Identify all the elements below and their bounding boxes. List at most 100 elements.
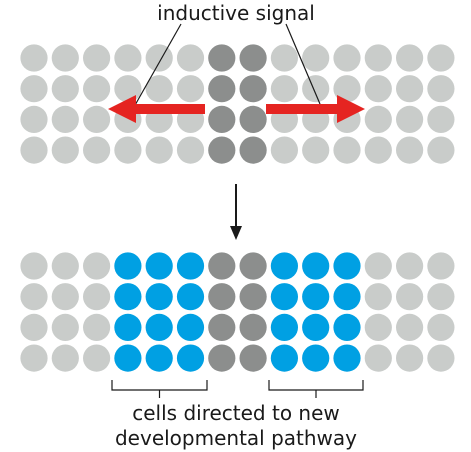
induced-cell: [145, 344, 173, 372]
cell: [51, 75, 79, 103]
cell: [51, 283, 79, 311]
left-bracket: [111, 380, 208, 398]
bottom-cell-grid: [20, 252, 455, 372]
cell: [145, 44, 173, 72]
left-pointer-line: [129, 23, 182, 115]
cell: [83, 283, 111, 311]
cell: [51, 44, 79, 72]
inducer-cell: [239, 136, 267, 164]
cell: [364, 313, 392, 341]
inducer-cell: [208, 75, 236, 103]
inducer-cell: [239, 344, 267, 372]
cell: [20, 44, 48, 72]
inducer-cell: [208, 136, 236, 164]
cell: [20, 105, 48, 133]
cell: [396, 283, 424, 311]
cell: [270, 75, 298, 103]
cell: [364, 283, 392, 311]
induced-cell: [176, 313, 205, 341]
cell: [114, 75, 142, 103]
cell: [83, 44, 111, 72]
cell: [176, 136, 205, 164]
cell: [396, 313, 424, 341]
top-cell-grid: [20, 44, 455, 164]
cell: [302, 136, 330, 164]
induced-cell: [145, 252, 173, 280]
inductive-signal-label: inductive signal: [157, 1, 315, 25]
induced-cell: [176, 252, 205, 280]
inducer-cell: [239, 75, 267, 103]
cell: [176, 75, 205, 103]
right-signal-arrow: [266, 95, 365, 123]
cell: [83, 344, 111, 372]
cell: [364, 44, 392, 72]
cell: [20, 344, 48, 372]
cell: [427, 344, 455, 372]
transition-arrow: [230, 184, 242, 240]
cell: [83, 252, 111, 280]
inducer-cell: [208, 105, 236, 133]
cell: [427, 136, 455, 164]
cell: [51, 313, 79, 341]
induced-cell: [302, 252, 330, 280]
inducer-cell: [239, 44, 267, 72]
cell: [114, 136, 142, 164]
inducer-cell: [239, 105, 267, 133]
cell: [20, 252, 48, 280]
induced-cell: [176, 283, 205, 311]
induced-cell: [176, 344, 205, 372]
cell: [396, 75, 424, 103]
induced-cell: [302, 283, 330, 311]
induced-cell: [114, 313, 142, 341]
induced-cell: [270, 283, 298, 311]
induced-cell: [333, 344, 361, 372]
cell: [427, 252, 455, 280]
inducer-cell: [208, 252, 236, 280]
cell: [20, 313, 48, 341]
cell: [20, 136, 48, 164]
cell: [396, 136, 424, 164]
cell: [364, 344, 392, 372]
bottom-label-line2: developmental pathway: [115, 426, 357, 450]
cell: [427, 44, 455, 72]
cell: [51, 136, 79, 164]
induced-cell: [270, 344, 298, 372]
induced-cell: [114, 252, 142, 280]
cell: [364, 136, 392, 164]
cell: [396, 105, 424, 133]
cell: [176, 44, 205, 72]
cell: [427, 313, 455, 341]
cell: [83, 75, 111, 103]
cell: [427, 75, 455, 103]
cell: [396, 252, 424, 280]
induced-cell: [114, 344, 142, 372]
cell: [20, 75, 48, 103]
inducer-cell: [208, 313, 236, 341]
bottom-label-line1: cells directed to new: [132, 401, 340, 425]
cell: [145, 75, 173, 103]
cell: [364, 105, 392, 133]
cell: [333, 75, 361, 103]
cell: [427, 105, 455, 133]
cell: [364, 75, 392, 103]
induced-cell: [145, 313, 173, 341]
induced-cell: [145, 283, 173, 311]
cell: [427, 283, 455, 311]
cell: [20, 283, 48, 311]
cell: [51, 252, 79, 280]
cell: [83, 105, 111, 133]
cell: [270, 136, 298, 164]
cell: [83, 136, 111, 164]
induced-cell: [302, 344, 330, 372]
induced-cell: [333, 252, 361, 280]
inducer-cell: [208, 44, 236, 72]
cell: [396, 344, 424, 372]
inducer-cell: [208, 344, 236, 372]
induced-cell: [270, 313, 298, 341]
inducer-cell: [208, 283, 236, 311]
cell: [302, 44, 330, 72]
induced-cell: [302, 313, 330, 341]
cell: [270, 44, 298, 72]
cell: [51, 105, 79, 133]
